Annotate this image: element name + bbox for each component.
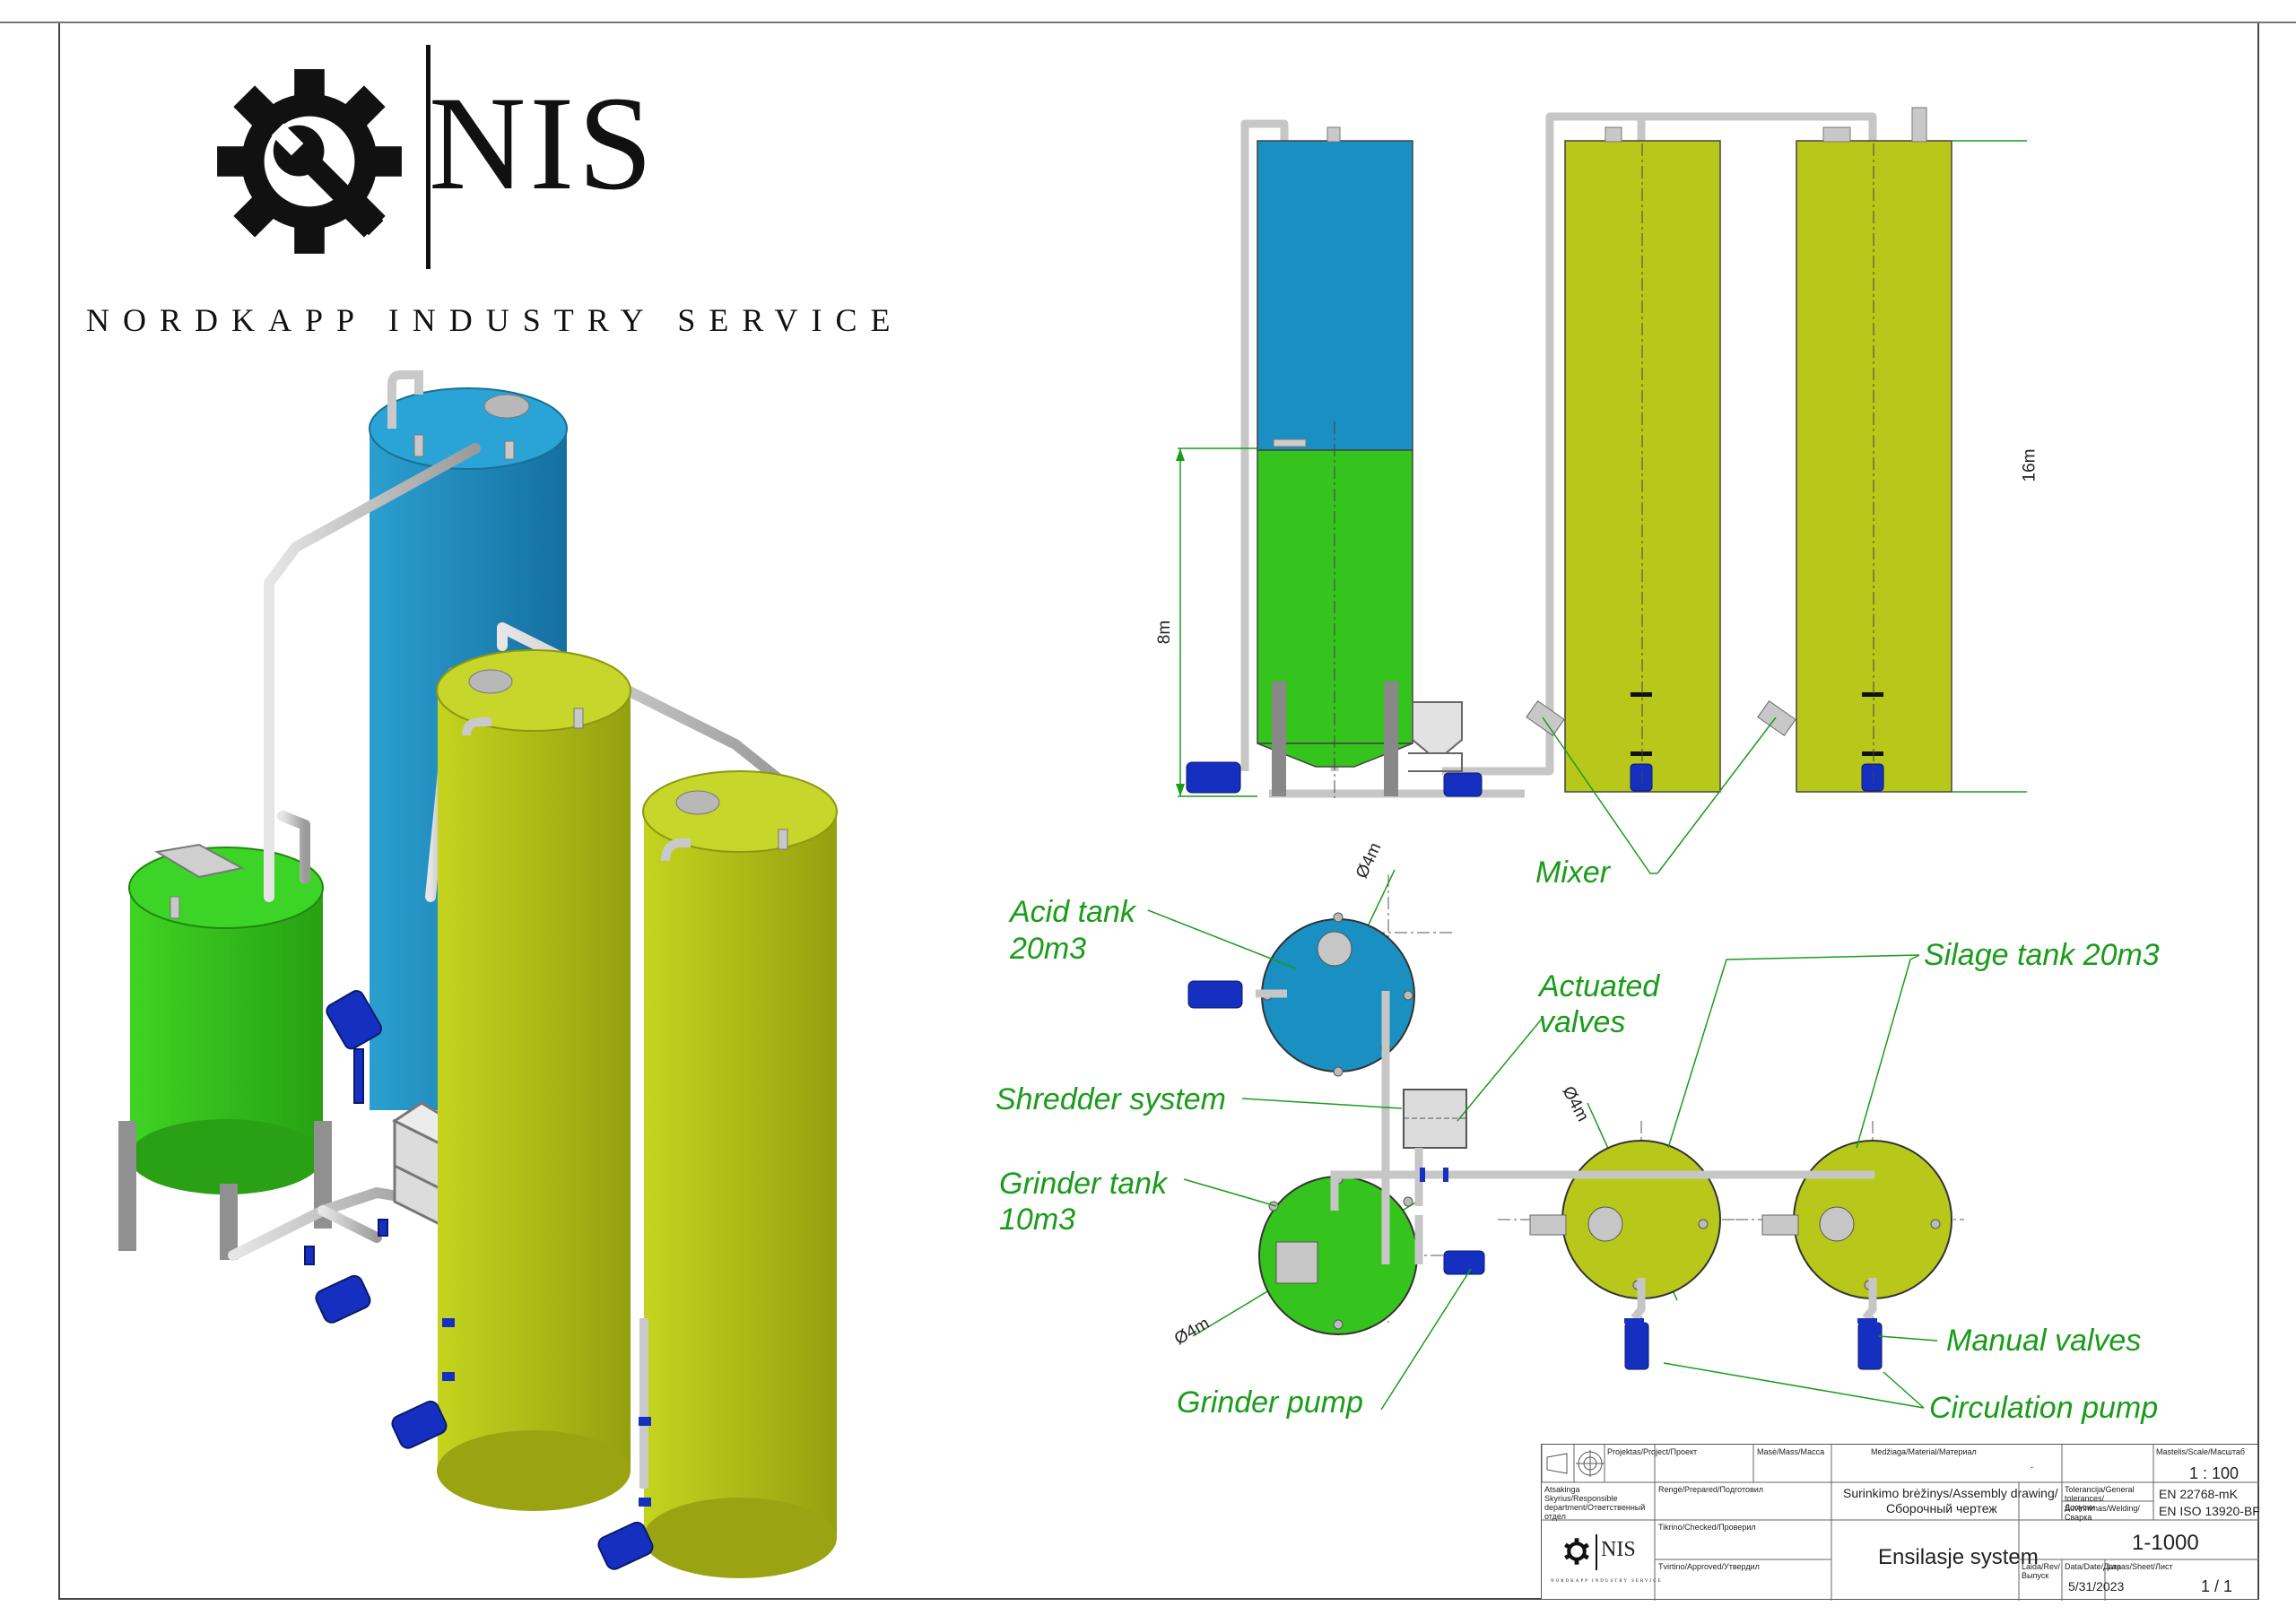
gear-wrench-icon bbox=[217, 69, 402, 254]
grinder-tank-3d bbox=[118, 843, 332, 1260]
isometric-view bbox=[118, 370, 838, 1578]
label-mixer: Mixer bbox=[1535, 855, 1611, 890]
tb-date-value: 5/31/2023 bbox=[2068, 1579, 2125, 1594]
label-shredder-system: Shredder system bbox=[996, 1082, 1226, 1116]
label-actuated-valves-line2: valves bbox=[1539, 1005, 1626, 1039]
silage-tank-1-3d bbox=[436, 649, 631, 1511]
tb-logo-gear-icon bbox=[1564, 1538, 1589, 1565]
silage-tank-2-3d bbox=[639, 770, 838, 1578]
tb-project-label: Projektas/Project/Проект bbox=[1607, 1447, 1698, 1456]
callout-leaders bbox=[1147, 716, 1938, 1411]
brand-subtitle: NORDKAPP INDUSTRY SERVICE bbox=[86, 302, 904, 338]
tb-checked-label: Tikrino/Checked/Проверил bbox=[1658, 1523, 1756, 1532]
tb-prepared-label: Rengė/Prepared/Подготовил bbox=[1658, 1485, 1764, 1494]
tb-logo-sub: NORDKAPP INDUSTRY SERVICE bbox=[1551, 1579, 1663, 1584]
plan-view bbox=[1187, 869, 1964, 1370]
label-acid-tank-line1: Acid tank bbox=[1010, 895, 1135, 929]
label-grinder-tank-line2: 10m3 bbox=[999, 1203, 1076, 1237]
tb-scale-label: Mastelis/Scale/Масштаб bbox=[2156, 1447, 2246, 1456]
tb-tolerance-value: EN 22768-mK bbox=[2159, 1487, 2238, 1501]
brand-name: NIS bbox=[429, 69, 657, 218]
label-silage-tank: Silage tank 20m3 bbox=[1924, 938, 2160, 972]
label-manual-valves: Manual valves bbox=[1946, 1324, 2142, 1358]
label-actuated-valves-line1: Actuated bbox=[1539, 969, 1660, 1003]
tb-title: Ensilasje system bbox=[1878, 1545, 2039, 1569]
tb-sheet-label: Lapas/Sheet/Лист bbox=[2108, 1562, 2173, 1571]
tb-material-value: - bbox=[2031, 1463, 2033, 1472]
tb-date-label: Data/Date/Дата bbox=[2065, 1562, 2121, 1571]
top-rule bbox=[0, 22, 2296, 23]
tb-sheet-value: 1 / 1 bbox=[2201, 1577, 2233, 1595]
tb-issue-label: Laida/Rev/Выпуск bbox=[2022, 1562, 2061, 1580]
tb-logo-name: NIS bbox=[1601, 1538, 1636, 1561]
tb-drawing-number: 1-1000 bbox=[2132, 1531, 2199, 1555]
tb-drawing-type: Surinkimo brėžinys/Assembly drawing/ bbox=[1843, 1486, 2058, 1500]
tb-scale-value: 1 : 100 bbox=[2189, 1464, 2239, 1482]
tb-department-label: Atsakinga Skyrius/Responsible department… bbox=[1544, 1485, 1646, 1521]
height-silage-dimension: 16m bbox=[2020, 448, 2039, 482]
tb-welding-label: Suvirinimas/Welding/Сварка bbox=[2065, 1504, 2140, 1522]
tb-approved-label: Tvirtino/Approved/Утвердил bbox=[1658, 1562, 1760, 1571]
tb-mass-label: Masė/Mass/Масса bbox=[1757, 1447, 1825, 1456]
height-grinder-dimension: 8m bbox=[1155, 620, 1175, 645]
elevation-view bbox=[1176, 107, 2027, 798]
title-block: Projektas/Project/Проект Masė/Mass/Масса… bbox=[1541, 1444, 2260, 1601]
label-grinder-tank-line1: Grinder tank bbox=[999, 1167, 1168, 1201]
tb-logo-divider bbox=[1596, 1534, 1597, 1570]
tb-material-label: Medžiaga/Material/Материал bbox=[1871, 1447, 1977, 1456]
label-circulation-pump: Circulation pump bbox=[1929, 1391, 2159, 1425]
tb-welding-value: EN ISO 13920-BF bbox=[2159, 1504, 2260, 1518]
label-grinder-pump: Grinder pump bbox=[1177, 1385, 1363, 1420]
title-block-grid bbox=[1542, 1445, 2259, 1601]
tb-drawing-type-ru: Сборочный чертеж bbox=[1886, 1501, 1997, 1515]
drawing-frame bbox=[58, 23, 2259, 1600]
label-acid-tank-line2: 20m3 bbox=[1010, 932, 1087, 966]
tb-tolerance-label: Tolerancija/General tolerances/Допуски bbox=[2065, 1485, 2135, 1512]
brand-divider bbox=[426, 45, 430, 269]
